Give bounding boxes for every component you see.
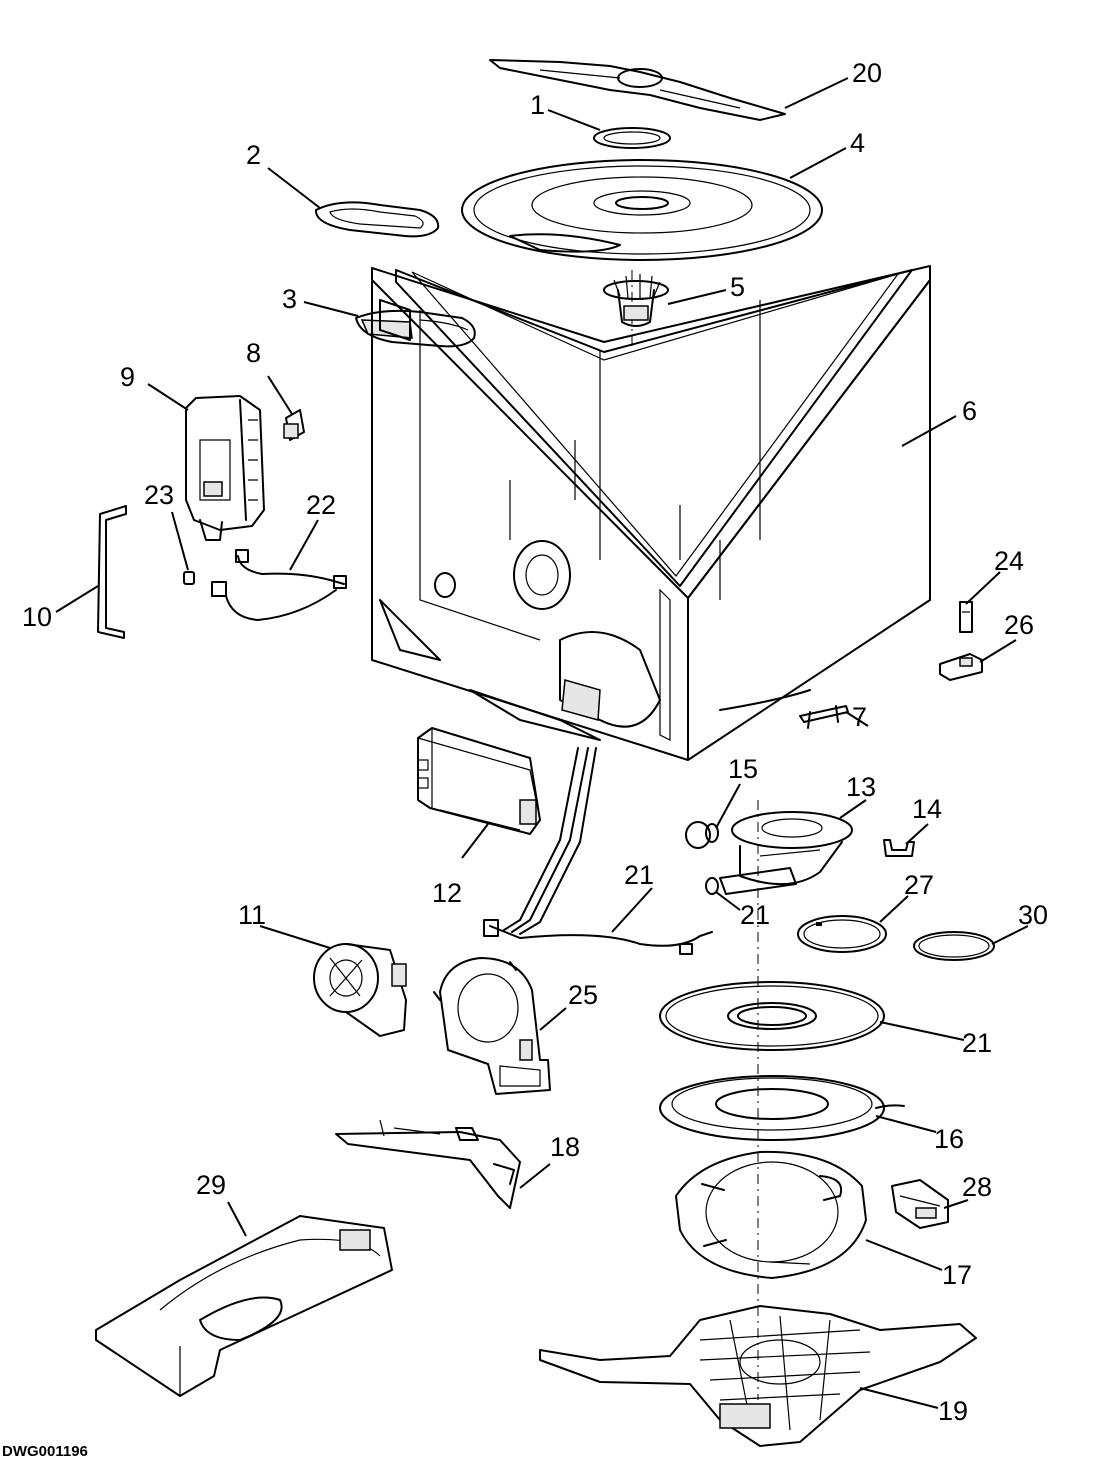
part-31-seal	[913, 931, 995, 961]
callout-16: 16	[934, 1124, 964, 1154]
callout-27: 26	[1004, 610, 1034, 640]
callout-31: 30	[1018, 900, 1048, 930]
part-16-heater-ring	[659, 1075, 905, 1141]
part-21-gasket	[659, 981, 885, 1051]
part-2-filter-frame	[315, 201, 440, 238]
callout-26: 25	[568, 980, 598, 1010]
callout-8: 8	[246, 338, 261, 368]
callout-11: 11	[238, 900, 266, 930]
callout-21-lower: 21	[962, 1028, 992, 1058]
callout-14: 14	[912, 794, 942, 824]
part-19-base-pan	[539, 1305, 977, 1447]
callout-25: 24	[994, 546, 1024, 576]
part-20-upper-spray-arm	[489, 59, 786, 121]
callout-23: 22	[306, 490, 336, 520]
callout-22: 21	[624, 860, 654, 890]
part-23-wire-harness	[211, 549, 347, 621]
part-22-wire-harness	[483, 747, 713, 955]
part-17-sump-housing	[675, 1150, 867, 1279]
drawing-id: DWG001196	[2, 1443, 88, 1460]
callout-13: 13	[846, 772, 876, 802]
part-30-base-tray	[95, 1215, 393, 1397]
callout-28: 27	[904, 870, 934, 900]
callout-9: 9	[120, 362, 135, 392]
callout-19: 19	[938, 1396, 968, 1426]
part-4-spray-plate	[461, 159, 823, 261]
callout-4: 4	[850, 128, 865, 158]
part-7-lever	[799, 705, 849, 729]
callout-21-upper: 21	[740, 900, 770, 930]
part-24-bushing	[183, 571, 195, 585]
part-27-latch	[939, 653, 983, 681]
callout-3: 3	[282, 284, 297, 314]
callout-2: 2	[246, 140, 261, 170]
part-10-bracket	[97, 505, 127, 639]
part-6-tub	[371, 265, 931, 761]
callout-15: 15	[728, 754, 758, 784]
callout-30: 29	[196, 1170, 226, 1200]
callout-12: 12	[432, 878, 462, 908]
part-3-filter	[355, 309, 476, 348]
callout-labels: 20 1 4 2 3 5 9 8 6 23 22 10 24 26 7 15 1…	[22, 58, 1048, 1426]
part-15-cap	[685, 821, 719, 849]
part-28-clamp	[797, 915, 887, 953]
part-12-control-module	[417, 727, 541, 835]
part-11-fan-motor	[313, 943, 407, 1037]
callout-7: 7	[852, 702, 867, 732]
callout-5: 5	[730, 272, 745, 302]
part-13-pump-assembly	[705, 811, 853, 895]
part-1-ring	[593, 127, 671, 149]
part-14-clip	[883, 839, 915, 857]
part-8-sensor	[283, 409, 305, 441]
part-25-clip	[959, 601, 973, 633]
callout-20: 20	[852, 58, 882, 88]
leader-lines	[55, 77, 1029, 1409]
part-26-housing	[433, 957, 551, 1095]
callout-24: 23	[144, 480, 174, 510]
part-5-pump-inlet	[603, 274, 669, 327]
part-29-switch	[891, 1179, 949, 1229]
callout-18: 18	[550, 1132, 580, 1162]
callout-6: 6	[962, 396, 977, 426]
callout-17: 17	[942, 1260, 972, 1290]
part-9-dispenser	[185, 395, 265, 541]
callout-29: 28	[962, 1172, 992, 1202]
part-18-duct	[335, 1119, 521, 1209]
callout-1: 1	[530, 90, 545, 120]
callout-10: 10	[22, 602, 52, 632]
